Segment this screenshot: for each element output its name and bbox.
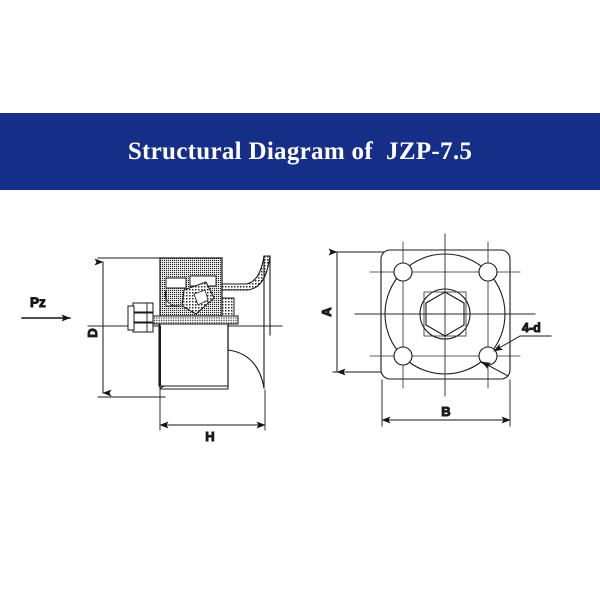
title-banner: Structural Diagram of JZP-7.5 <box>0 113 600 190</box>
internal-cavity-2 <box>164 289 181 307</box>
dimension-d <box>94 257 166 398</box>
face-view: A <box>319 233 552 427</box>
dimension-b <box>381 379 511 427</box>
housing-body <box>158 323 229 387</box>
sensing-element-core <box>193 289 209 306</box>
page-title: Structural Diagram of JZP-7.5 <box>127 138 473 165</box>
bolt-hole-top-left <box>393 262 413 282</box>
curved-flange-profile <box>221 255 271 291</box>
drawing-canvas: Pz D <box>21 233 552 445</box>
bolt-hole-bottom-left <box>393 346 413 366</box>
section-hatch-right-block <box>221 297 235 317</box>
internal-cavity-3 <box>189 275 217 287</box>
dimension-label-d: D <box>85 328 100 337</box>
internal-cavity-1 <box>165 277 187 289</box>
dimension-label-b: B <box>441 404 450 419</box>
dimension-label-h: H <box>205 429 214 444</box>
bolt-hole-top-right <box>478 262 498 282</box>
section-view: Pz D <box>21 255 283 445</box>
cable-gland <box>127 302 154 333</box>
lower-body-outline <box>159 323 229 390</box>
load-label-pz: Pz <box>30 295 46 310</box>
dimension-label-a: A <box>319 307 334 317</box>
technical-drawing: Pz D <box>0 190 600 600</box>
dimension-h <box>159 389 266 431</box>
hole-callout-label: 4-d <box>522 321 541 335</box>
fillet-curve <box>227 349 265 389</box>
corner-radius <box>159 385 167 390</box>
base-plate-strip <box>151 315 239 325</box>
hole-callout-leader <box>481 335 552 377</box>
